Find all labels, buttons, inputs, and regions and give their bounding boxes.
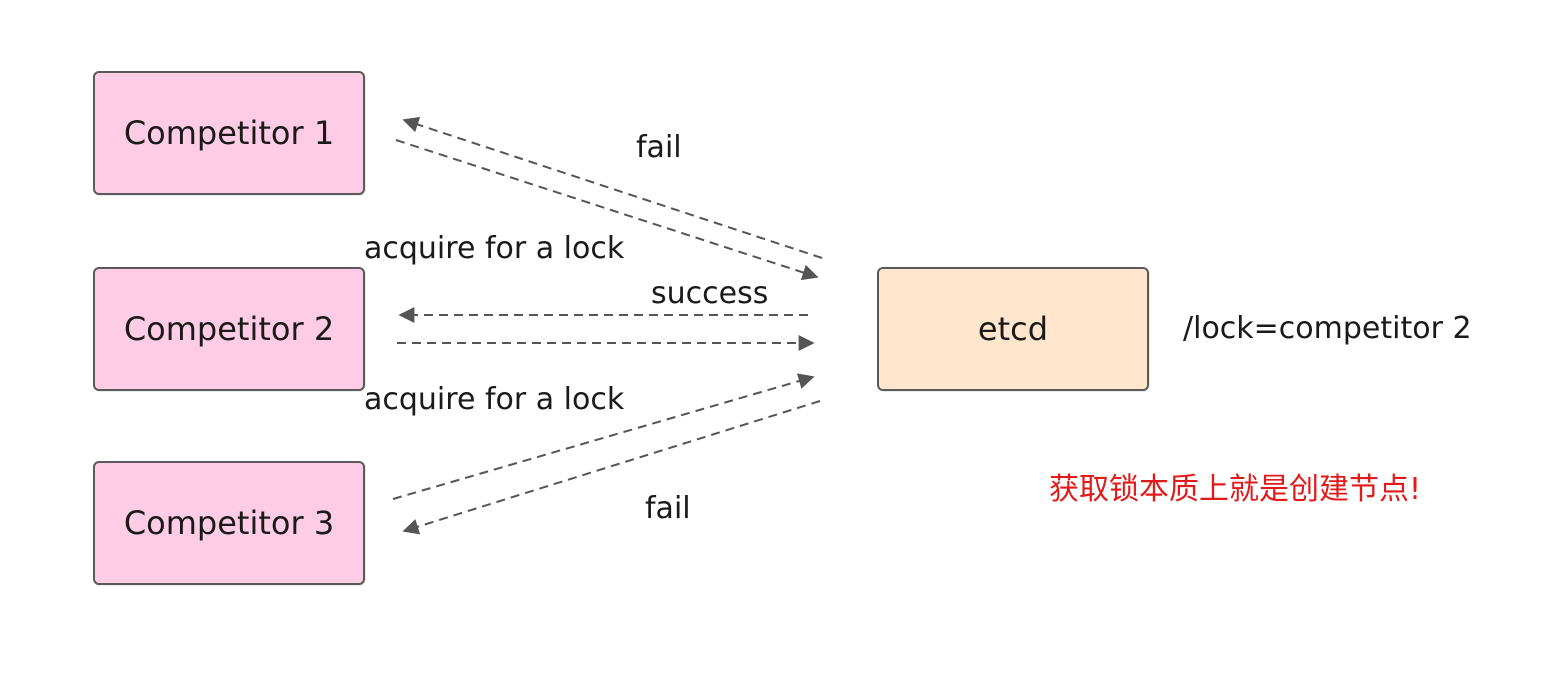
competitor-1-label: Competitor 1	[123, 114, 335, 152]
competitor-3-label: Competitor 3	[123, 504, 335, 542]
etcd-node: etcd	[877, 267, 1149, 391]
lock-key-value: /lock=competitor 2	[1183, 311, 1472, 346]
edge-label-success: success	[651, 276, 769, 311]
arrow-fail-to-competitor-3	[402, 400, 821, 535]
annotation-note: 获取锁本质上就是创建节点!	[1049, 472, 1422, 507]
etcd-label: etcd	[977, 310, 1049, 348]
competitor-2-node: Competitor 2	[93, 267, 365, 391]
arrow-fail-to-competitor-1	[402, 116, 823, 259]
competitor-3-node: Competitor 3	[93, 461, 365, 585]
edge-label-acquire-top: acquire for a lock	[364, 231, 625, 266]
edge-label-fail-top: fail	[636, 130, 682, 165]
competitor-2-label: Competitor 2	[123, 310, 335, 348]
edge-label-acquire-bottom: acquire for a lock	[364, 382, 625, 417]
competitor-1-node: Competitor 1	[93, 71, 365, 195]
arrow-acquire-from-competitor-3	[392, 373, 815, 500]
arrow-acquire-from-competitor-1	[395, 139, 819, 281]
edge-label-fail-bottom: fail	[645, 491, 691, 526]
